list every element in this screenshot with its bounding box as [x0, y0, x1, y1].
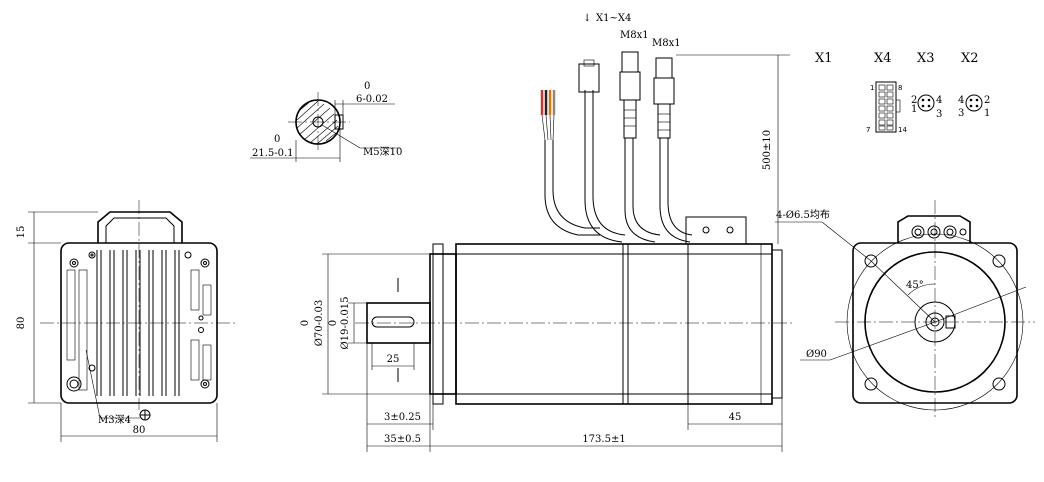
angle-label: 45°	[906, 280, 924, 291]
flange-thickness: 3±0.25	[384, 412, 421, 423]
x2-pin-2: 2	[984, 95, 990, 106]
key-width: 6-0.02	[356, 94, 388, 105]
header-x1: X1	[815, 51, 833, 66]
header-x4: X4	[874, 51, 892, 66]
flange-dia: Ø70-0.03	[314, 300, 325, 347]
rear-dim-15: 15	[16, 226, 27, 239]
shaft-total-length: 35±0.5	[384, 434, 421, 445]
x4-pin-8: 8	[898, 84, 902, 92]
body-length: 173.5±1	[582, 434, 625, 445]
x4-pin-7: 7	[866, 126, 870, 134]
arrow-glyph: ↓	[583, 13, 591, 24]
connector-pinouts: X1 X4 X3 X2 1 8 7 14 2 4 1 3 4 2	[815, 51, 990, 134]
x3-pin-1: 1	[911, 104, 917, 115]
header-x2: X2	[961, 51, 979, 66]
header-x3: X3	[917, 51, 935, 66]
flange-tol-top: 0	[300, 320, 311, 326]
cable-length: 500±10	[762, 130, 773, 170]
rear-dim-80-vertical: 80	[16, 317, 27, 330]
shaft-dia: Ø19-0.015	[340, 297, 351, 350]
x3-pin-4: 4	[936, 95, 942, 106]
pcd-dia: Ø90	[806, 349, 827, 360]
rear-dim-80-horizontal: 80	[133, 425, 146, 436]
connector-range-label: X1~X4	[596, 13, 631, 24]
side-view: 500±10 0 Ø70-0.03 0 Ø19-0.015 25 3±0.25 …	[300, 13, 795, 452]
rear-screw-label: M3深4	[98, 414, 131, 426]
section-dia-value: 21.5-0.1	[252, 148, 294, 159]
x4-pin-14: 14	[898, 126, 907, 134]
section-dia-tol-top: 0	[274, 134, 280, 145]
x2-pin-3: 3	[958, 108, 964, 119]
rear-length: 45	[729, 412, 742, 423]
x3-pin-2: 2	[911, 95, 917, 106]
front-view: 4-Ø6.5均布 Ø90 45°	[775, 200, 1035, 420]
shaft-tol-top: 0	[328, 320, 339, 326]
shaft-section: 0 6-0.02 0 21.5-0.1 M5深10	[250, 81, 402, 162]
x2-pin-4: 4	[958, 95, 964, 106]
holes-spec: 4-Ø6.5均布	[776, 209, 830, 221]
key-tol-top: 0	[364, 81, 370, 92]
m8-label-a: M8x1	[620, 30, 649, 41]
rear-view: 15 80 80 M3深4	[16, 200, 238, 442]
x2-pin-1: 1	[984, 108, 990, 119]
x4-pin-1: 1	[870, 84, 874, 92]
m8-label-b: M8x1	[652, 38, 681, 49]
x3-pin-3: 3	[936, 109, 942, 120]
thread-spec: M5深10	[363, 146, 402, 158]
key-length: 25	[387, 354, 400, 365]
